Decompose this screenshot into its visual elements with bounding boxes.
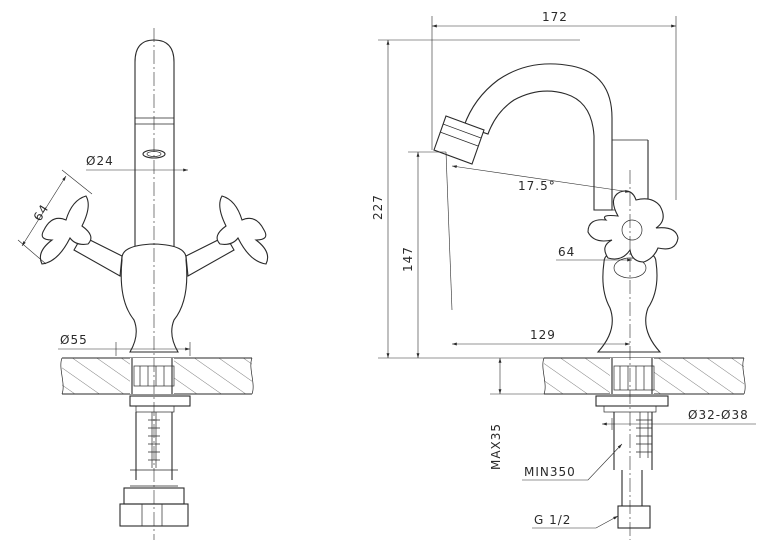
front-spout <box>134 39 175 251</box>
side-dim-hole-diameter-label: Ø32-Ø38 <box>688 408 749 422</box>
front-left-handle <box>39 195 123 277</box>
side-body <box>596 249 662 353</box>
side-dim-spout-height-label: 147 <box>401 246 415 272</box>
front-dim-spout-diameter-label: Ø24 <box>86 154 114 168</box>
front-dim-spout-diameter: Ø24 <box>86 154 188 178</box>
side-dim-hose-length: MIN350 <box>522 443 623 481</box>
front-dim-base-diameter: Ø55 <box>58 333 191 356</box>
side-dim-spout-height: 147 <box>401 151 446 358</box>
side-dim-hole-diameter: Ø32-Ø38 <box>602 408 756 430</box>
front-countertop <box>60 357 254 395</box>
side-dim-thread-label: G 1/2 <box>534 513 571 527</box>
front-view: Ø24 64 Ø55 <box>17 28 269 540</box>
side-spout <box>433 63 649 211</box>
side-dim-reach-label: 172 <box>542 10 568 24</box>
front-dim-base-diameter-label: Ø55 <box>60 333 88 347</box>
front-dim-handle-length-label: 64 <box>31 202 52 224</box>
side-dim-total-height: 227 <box>371 39 580 359</box>
side-dim-total-height-label: 227 <box>371 194 385 220</box>
side-dim-thread: G 1/2 <box>532 513 619 529</box>
side-dim-spout-angle-label: 17.5° <box>518 179 556 193</box>
side-dim-spout-angle: 17.5° <box>445 151 631 311</box>
side-dim-handle-width-label: 64 <box>558 245 575 259</box>
side-dim-reach: 172 <box>431 10 677 200</box>
side-dim-handle-width: 64 <box>556 245 632 262</box>
side-dim-hose-length-label: MIN350 <box>524 465 576 479</box>
side-dim-spout-projection-label: 129 <box>530 328 556 342</box>
side-dim-max-thickness: MAX35 <box>489 358 544 470</box>
front-right-handle <box>185 195 269 277</box>
side-cross-handle <box>587 190 679 263</box>
side-dim-max-thickness-label: MAX35 <box>489 423 503 470</box>
side-view: 172 227 147 17.5° 64 129 <box>371 10 756 540</box>
side-dim-spout-projection: 129 <box>452 328 630 346</box>
